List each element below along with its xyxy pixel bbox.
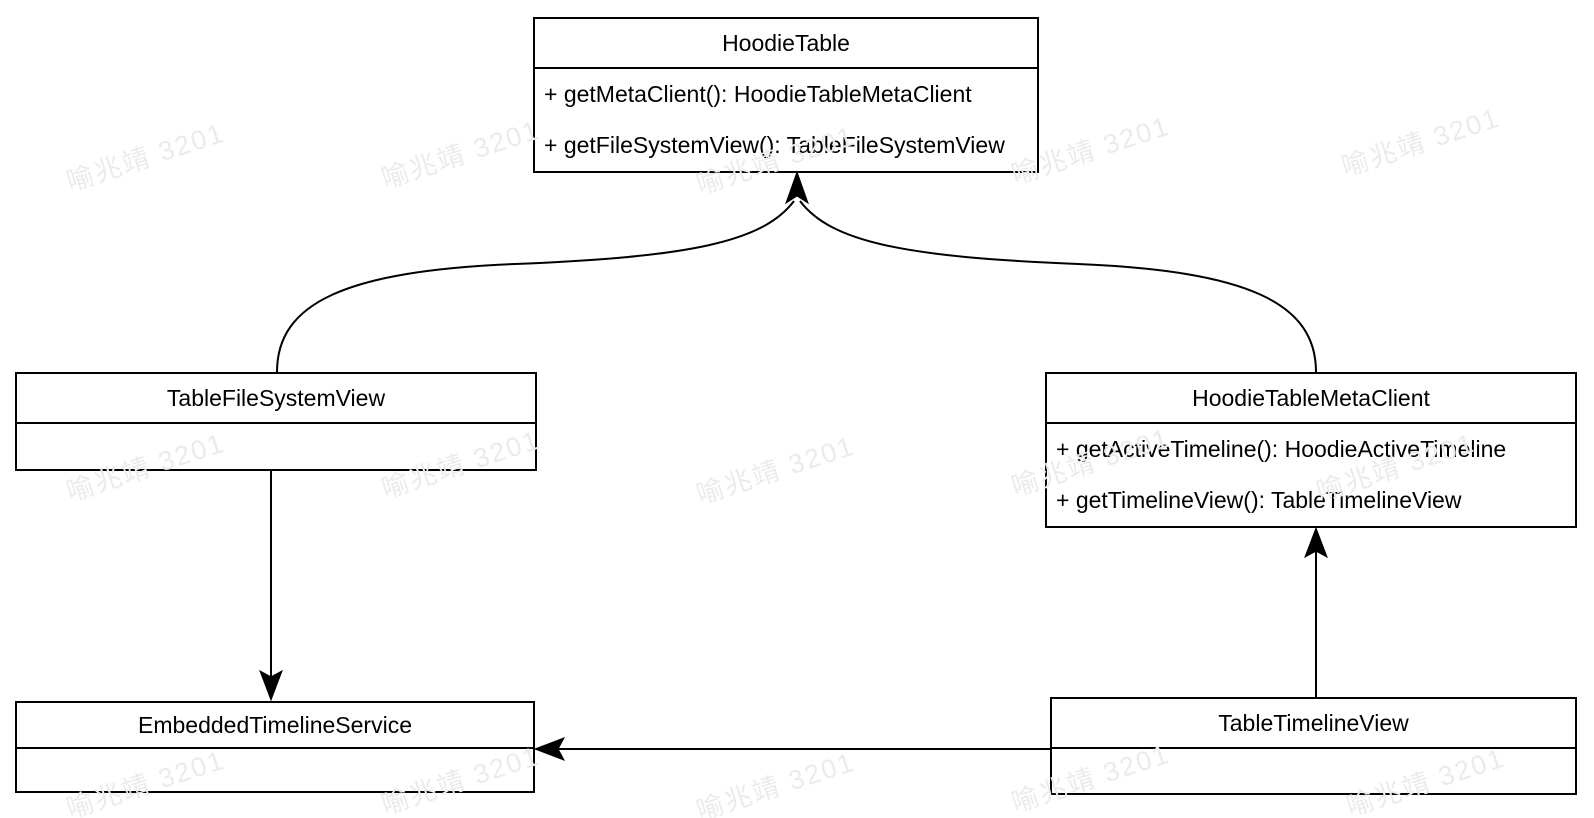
class-members-embeddedtimelineservice xyxy=(17,749,533,791)
class-box-hoodietablemetaclient: HoodieTableMetaClient + getActiveTimelin… xyxy=(1045,372,1577,528)
class-box-tablefilesystemview: TableFileSystemView xyxy=(15,372,537,471)
class-members-tablefilesystemview xyxy=(17,424,535,469)
class-members-tabletimelineview xyxy=(1052,749,1575,793)
class-name-hoodietable: HoodieTable xyxy=(535,19,1037,69)
watermark-text: 喻兆靖 3201 xyxy=(377,114,544,195)
class-members-hoodietablemetaclient: + getActiveTimeline(): HoodieActiveTimel… xyxy=(1047,424,1575,526)
watermark-text: 喻兆靖 3201 xyxy=(1337,102,1504,183)
class-name-embeddedtimelineservice: EmbeddedTimelineService xyxy=(17,703,533,749)
method-getmetaclient: + getMetaClient(): HoodieTableMetaClient xyxy=(544,81,972,107)
watermark-text: 喻兆靖 3201 xyxy=(692,430,859,511)
class-name-tabletimelineview: TableTimelineView xyxy=(1052,699,1575,749)
class-box-hoodietable: HoodieTable + getMetaClient(): HoodieTab… xyxy=(533,17,1039,173)
method-getactivetimeline: + getActiveTimeline(): HoodieActiveTimel… xyxy=(1056,436,1507,462)
class-name-hoodietablemetaclient: HoodieTableMetaClient xyxy=(1047,374,1575,424)
arrowhead-into-embeddedtimelineservice-top xyxy=(259,669,283,702)
method-gettimelineview: + getTimelineView(): TableTimelineView xyxy=(1056,487,1462,513)
watermark-text: 喻兆靖 3201 xyxy=(692,746,859,818)
arrowhead-into-hoodietable xyxy=(785,170,809,205)
watermark-text: 喻兆靖 3201 xyxy=(62,117,229,198)
class-box-embeddedtimelineservice: EmbeddedTimelineService xyxy=(15,701,535,793)
class-name-tablefilesystemview: TableFileSystemView xyxy=(17,374,535,424)
class-members-hoodietable: + getMetaClient(): HoodieTableMetaClient… xyxy=(535,69,1037,171)
class-box-tabletimelineview: TableTimelineView xyxy=(1050,697,1577,795)
arrowhead-into-hoodietablemetaclient xyxy=(1304,526,1328,559)
edge-hoodietablemetaclient-to-hoodietable xyxy=(799,200,1317,373)
arrowhead-into-embeddedtimelineservice-right xyxy=(533,737,566,761)
edge-tablefilesystemview-to-hoodietable xyxy=(276,200,795,373)
method-getfilesystemview: + getFileSystemView(): TableFileSystemVi… xyxy=(544,132,1005,158)
